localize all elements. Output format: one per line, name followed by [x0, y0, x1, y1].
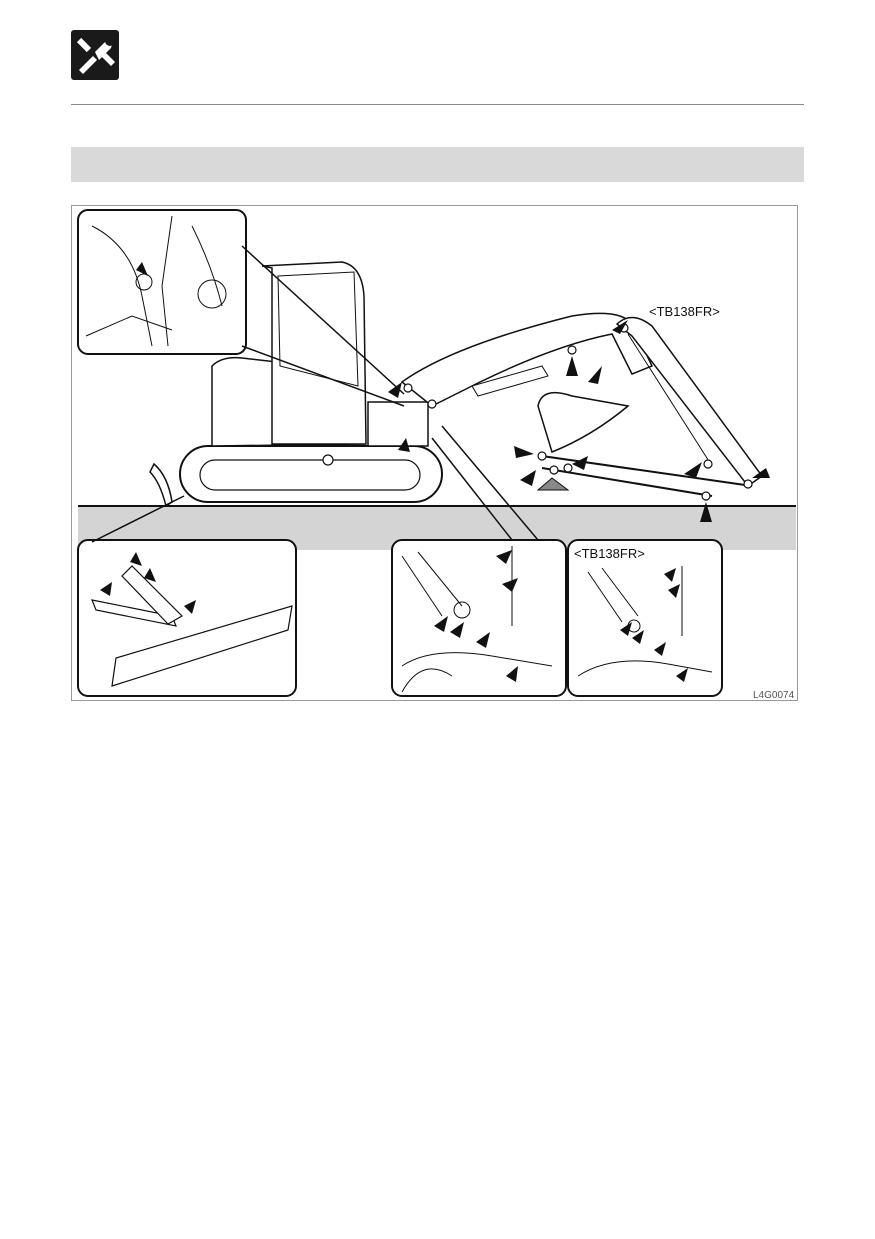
bucket: [537, 391, 630, 453]
inset-swing-bracket: [391, 539, 567, 697]
section-heading-bar: [71, 147, 804, 182]
inset-swing-cylinder: [77, 209, 247, 355]
maintenance-icon: [71, 30, 119, 80]
swing-bracket: [367, 401, 429, 447]
cab: [261, 261, 367, 445]
model-label-main: <TB138FR>: [649, 304, 720, 319]
grease-point-arrows: [388, 320, 770, 522]
dozer-blade: [149, 462, 173, 508]
figure-code: L4G0074: [753, 690, 795, 701]
wrench-icon: [76, 36, 115, 74]
greasing-points-figure: <TB138FR> <TB138FR> L4G0074: [71, 205, 798, 701]
model-label-inset: <TB138FR>: [574, 546, 645, 561]
header-divider: [71, 104, 804, 105]
arm: [615, 316, 764, 488]
inset-swing-bracket-tb138fr: [567, 539, 723, 697]
boom: [400, 312, 654, 407]
grease-pins: [403, 323, 753, 501]
excavator-illustration: [77, 209, 796, 697]
